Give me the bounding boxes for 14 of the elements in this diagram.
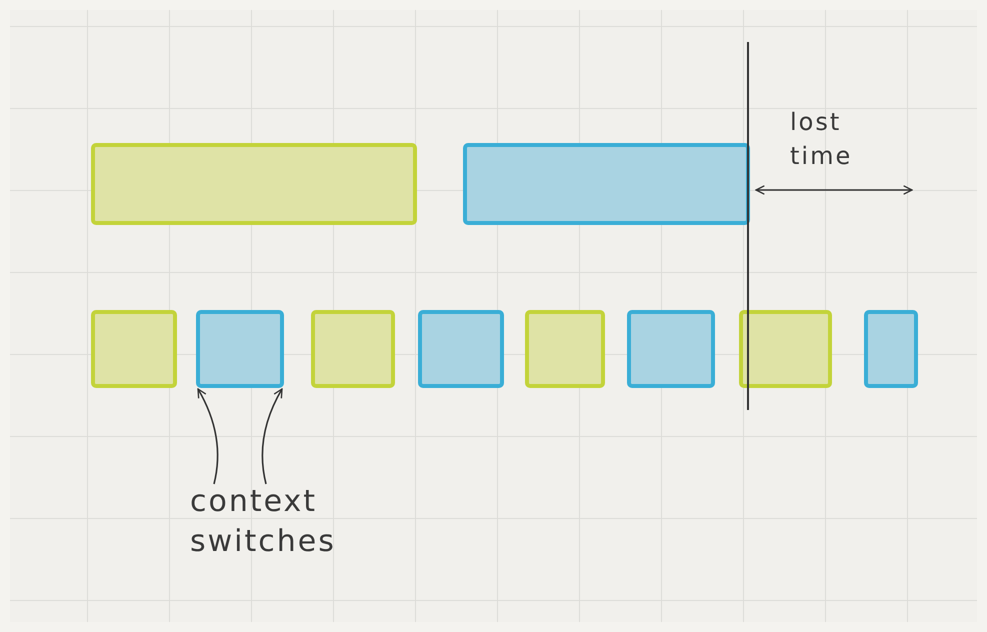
task-bar xyxy=(525,310,605,388)
task-bar xyxy=(311,310,395,388)
task-bar xyxy=(627,310,715,388)
task-bar xyxy=(864,310,918,388)
task-bar xyxy=(196,310,284,388)
task-bar xyxy=(91,310,177,388)
task-bar xyxy=(739,310,832,388)
leader-arrow xyxy=(262,388,283,484)
dimension-label: lost time xyxy=(790,107,854,172)
task-bar xyxy=(463,143,750,225)
leader-arrow xyxy=(197,388,218,484)
task-bar xyxy=(91,143,417,225)
annotation-label: context switches xyxy=(190,482,390,562)
task-bar xyxy=(418,310,504,388)
